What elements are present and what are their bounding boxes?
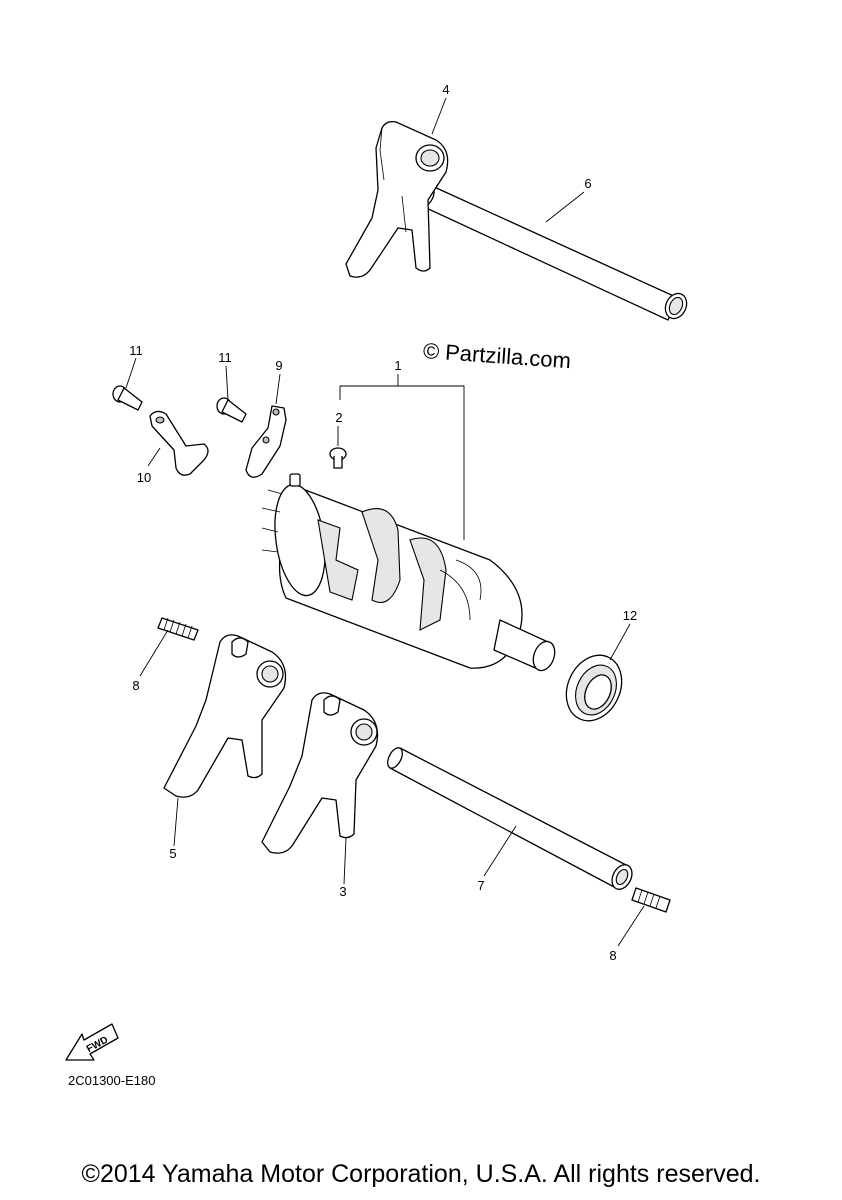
- shift-fork-5[interactable]: [163, 634, 287, 798]
- leader-lines: [125, 97, 645, 947]
- diagram-code: 2C01300-E180: [68, 1073, 156, 1088]
- callout-1: 1: [394, 358, 401, 373]
- stopper-lever[interactable]: [149, 410, 209, 476]
- callout-7: 7: [477, 878, 484, 893]
- callout-9: 9: [275, 358, 282, 373]
- screw-11-left[interactable]: [112, 385, 143, 411]
- copyright-symbol: ©: [422, 338, 441, 365]
- spring-8-lower[interactable]: [631, 887, 671, 913]
- shift-fork-shaft-lower[interactable]: [385, 745, 636, 892]
- callout-3: 3: [339, 884, 346, 899]
- copyright-notice: ©2014 Yamaha Motor Corporation, U.S.A. A…: [81, 1160, 761, 1188]
- fwd-arrow-icon: FWD: [65, 1023, 119, 1061]
- callout-11-left: 11: [129, 343, 143, 358]
- shift-drum[interactable]: [261, 473, 559, 674]
- screw-11-right[interactable]: [216, 397, 247, 423]
- shift-fork-3[interactable]: [261, 692, 379, 854]
- callout-11-right: 11: [218, 350, 232, 365]
- callout-10: 10: [137, 470, 151, 485]
- segment-plate[interactable]: [245, 405, 287, 478]
- callout-5: 5: [169, 846, 176, 861]
- bearing[interactable]: [556, 646, 632, 730]
- callout-12: 12: [623, 608, 637, 623]
- spring-8-upper[interactable]: [157, 617, 199, 641]
- shift-fork-4[interactable]: [345, 120, 449, 278]
- callout-6: 6: [584, 176, 591, 191]
- callout-4: 4: [442, 82, 449, 97]
- shift-fork-shaft-upper[interactable]: [417, 183, 691, 322]
- callout-2: 2: [335, 410, 342, 425]
- callout-8-lower: 8: [609, 948, 616, 963]
- drum-pin[interactable]: [329, 447, 347, 469]
- callout-8-upper: 8: [132, 678, 139, 693]
